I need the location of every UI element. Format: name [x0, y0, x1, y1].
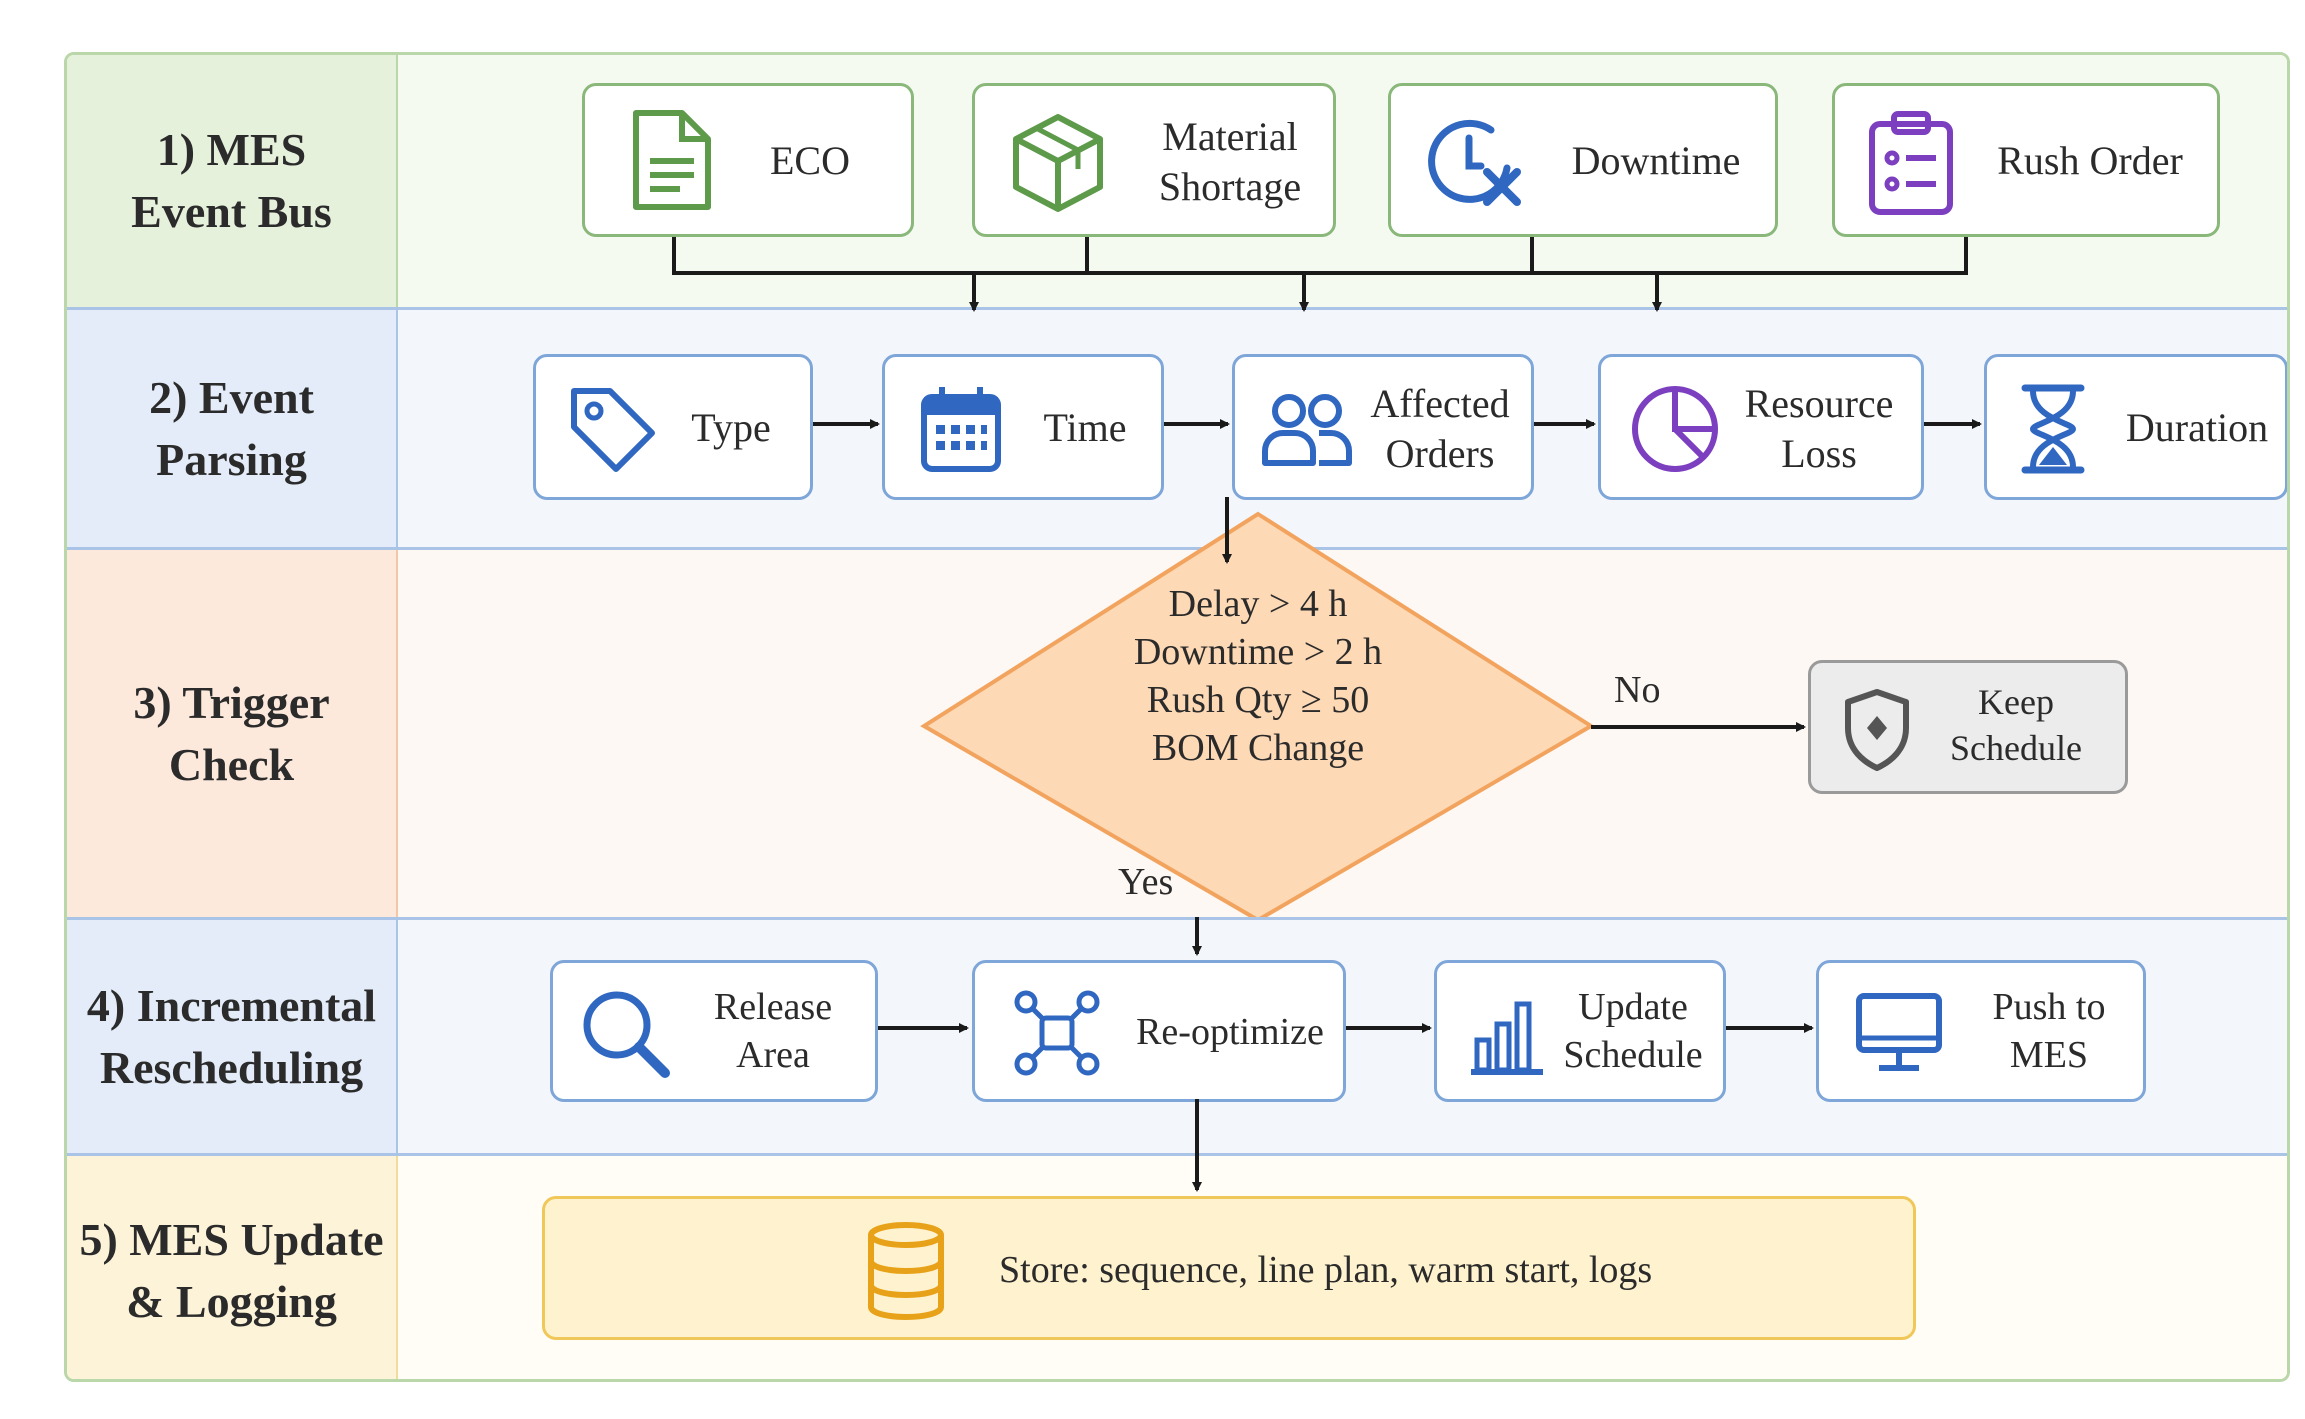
store-label: Store: sequence, line plan, warm start, … [999, 1249, 1653, 1291]
yes-branch-label: Yes [1118, 861, 1174, 903]
push-to-mes-label: Push to MES [1992, 986, 2106, 1076]
stage-incremental-rescheduling: 4) Incremental Rescheduling Release Area… [67, 917, 2287, 1153]
parse-resource-loss-label: Resource Loss [1744, 381, 1894, 476]
stage-label-3: 3) Trigger Check [67, 550, 398, 917]
release-area-label: Release Area [713, 986, 833, 1076]
clipboard-list-icon [1861, 108, 1961, 218]
keep-schedule-label: Keep Schedule [1950, 682, 2082, 768]
stage-mes-update-logging: 5) MES Update & Logging Store: sequence,… [67, 1153, 2287, 1379]
calendar-icon [913, 379, 1009, 479]
monitor-icon [1849, 983, 1949, 1083]
network-nodes-icon [1007, 983, 1107, 1083]
push-to-mes-box: Push to MES [1816, 960, 2146, 1102]
clock-wrench-icon [1419, 108, 1529, 218]
re-optimize-label: Re-optimize [1136, 1011, 1324, 1053]
stage-label-5: 5) MES Update & Logging [67, 1156, 398, 1379]
store-box: Store: sequence, line plan, warm start, … [542, 1196, 1916, 1340]
parse-time-label: Time [1043, 405, 1127, 450]
bar-chart-icon [1465, 983, 1549, 1083]
stage-label-2: 2) Event Parsing [67, 310, 398, 547]
users-icon [1257, 379, 1357, 479]
event-material-shortage-label: Material Shortage [1158, 114, 1302, 209]
event-rush-order-label: Rush Order [1997, 138, 2183, 183]
tag-icon [564, 379, 660, 479]
stage-mes-event-bus: 1) MES Event Bus ECO Material Shortage D… [67, 55, 2287, 307]
stage-label-4: 4) Incremental Rescheduling [67, 920, 398, 1153]
parse-affected-orders-box: Affected Orders [1232, 354, 1534, 500]
update-schedule-label: Update Schedule [1563, 986, 1703, 1076]
trigger-condition-text: Delay > 4 h Downtime > 2 h Rush Qty ≥ 50… [1133, 583, 1383, 769]
event-material-shortage-box: Material Shortage [972, 83, 1336, 237]
parse-duration-label: Duration [2125, 405, 2269, 450]
shield-icon [1837, 683, 1917, 777]
stage-label-1: 1) MES Event Bus [67, 55, 398, 307]
stage-event-parsing: 2) Event Parsing Type Time Affected Orde… [67, 307, 2287, 547]
hourglass-icon [2013, 379, 2093, 479]
parse-time-box: Time [882, 354, 1164, 500]
box-package-icon [1003, 108, 1113, 218]
document-icon [621, 108, 721, 214]
parse-affected-orders-label: Affected Orders [1370, 381, 1510, 476]
parse-type-box: Type [533, 354, 813, 500]
event-rush-order-box: Rush Order [1832, 83, 2220, 237]
pie-chart-icon [1623, 377, 1727, 481]
event-eco-box: ECO [582, 83, 914, 237]
pipeline-diagram: 1) MES Event Bus ECO Material Shortage D… [64, 52, 2290, 1382]
event-downtime-box: Downtime [1388, 83, 1778, 237]
no-branch-label: No [1614, 669, 1661, 711]
parse-resource-loss-box: Resource Loss [1598, 354, 1924, 500]
update-schedule-box: Update Schedule [1434, 960, 1726, 1102]
search-icon [575, 981, 675, 1085]
keep-schedule-box: Keep Schedule [1808, 660, 2128, 794]
database-icon [861, 1217, 951, 1325]
re-optimize-box: Re-optimize [972, 960, 1346, 1102]
release-area-box: Release Area [550, 960, 878, 1102]
stage-trigger-check: 3) Trigger Check Delay > 4 h Downtime > … [67, 511, 2287, 923]
event-eco-label: ECO [770, 138, 850, 183]
parse-type-label: Type [691, 405, 771, 450]
event-downtime-label: Downtime [1571, 138, 1741, 183]
parse-duration-box: Duration [1984, 354, 2287, 500]
